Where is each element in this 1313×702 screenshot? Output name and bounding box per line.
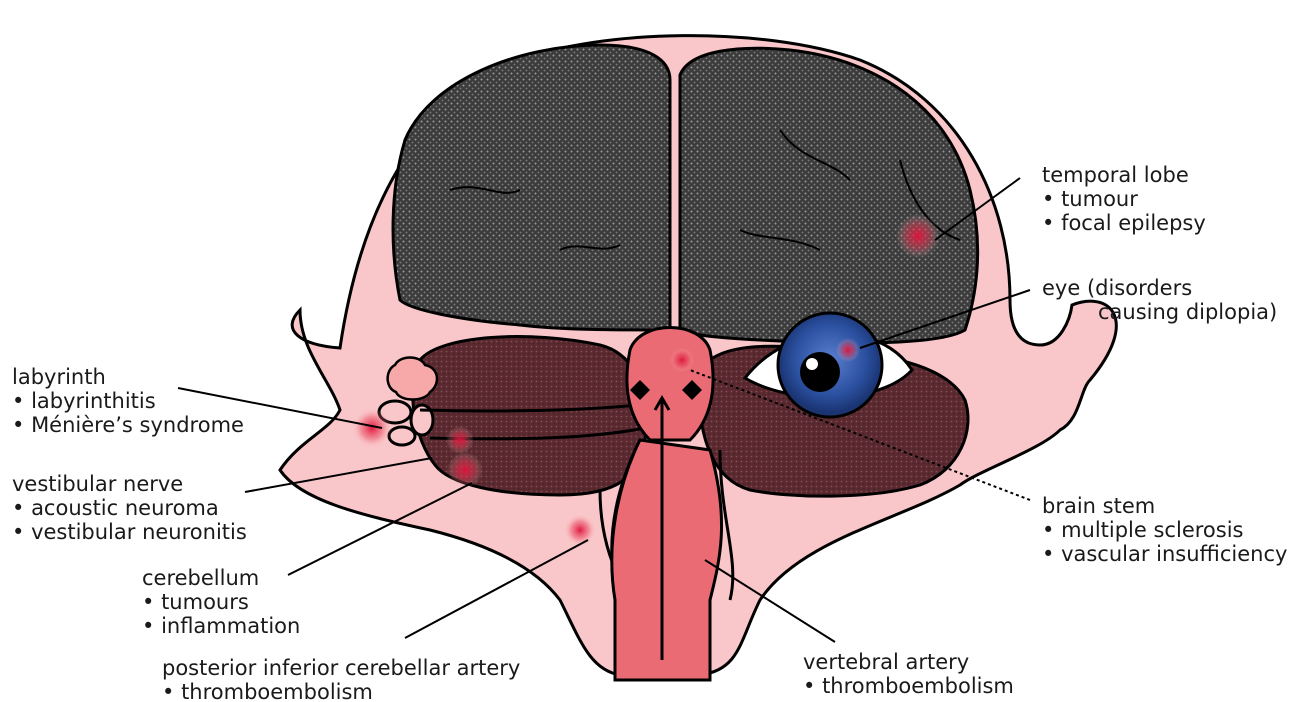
vertebral-artery-title: vertebral artery [803,650,1014,674]
pica-lesion [564,514,596,546]
temporal-lobe-lesion [896,214,940,258]
brain-stem-lesion [670,348,694,372]
temporal-lobe-item: tumour [1042,187,1206,211]
temporal-lobe-item: focal epilepsy [1042,211,1206,235]
cerebellum-item: tumours [142,590,300,614]
eye-title-line2: causing diplopia) [1042,300,1277,324]
eye-title: eye (disorders [1042,276,1277,300]
vertebral-artery-item: thromboembolism [803,674,1014,698]
brain-stem-item: multiple sclerosis [1042,518,1287,542]
label-vertebral-artery: vertebral artery thromboembolism [803,650,1014,698]
label-cerebellum: cerebellum tumours inflammation [142,566,300,638]
label-vestibular-nerve: vestibular nerve acoustic neuroma vestib… [12,472,247,544]
cerebellum-lesion [447,452,483,488]
cerebellum-item: inflammation [142,614,300,638]
vestibular-nerve-lesion [446,426,474,454]
vestibular-nerve-item: vestibular neuronitis [12,520,247,544]
vestibular-nerve-title: vestibular nerve [12,472,247,496]
pica-item: thromboembolism [162,680,520,702]
eye-pupil [800,352,840,392]
eye-lesion [836,338,860,362]
label-labyrinth: labyrinth labyrinthitis Ménière’s syndro… [12,365,244,437]
label-brain-stem: brain stem multiple sclerosis vascular i… [1042,494,1287,566]
vestibular-nerve-item: acoustic neuroma [12,496,247,520]
brain-stem-title: brain stem [1042,494,1287,518]
label-eye: eye (disorders causing diplopia) [1042,276,1277,324]
label-pica: posterior inferior cerebellar artery thr… [162,656,520,702]
labyrinth-item: labyrinthitis [12,389,244,413]
temporal-lobe-title: temporal lobe [1042,163,1206,187]
labyrinth-lesion [352,408,392,448]
labyrinth-title: labyrinth [12,365,244,389]
cerebellum-title: cerebellum [142,566,300,590]
pica-title: posterior inferior cerebellar artery [162,656,520,680]
label-temporal-lobe: temporal lobe tumour focal epilepsy [1042,163,1206,235]
labyrinth-item: Ménière’s syndrome [12,413,244,437]
brain-stem-item: vascular insufficiency [1042,542,1287,566]
left-hemisphere-shape [393,45,670,330]
right-hemisphere-shape [680,48,978,343]
